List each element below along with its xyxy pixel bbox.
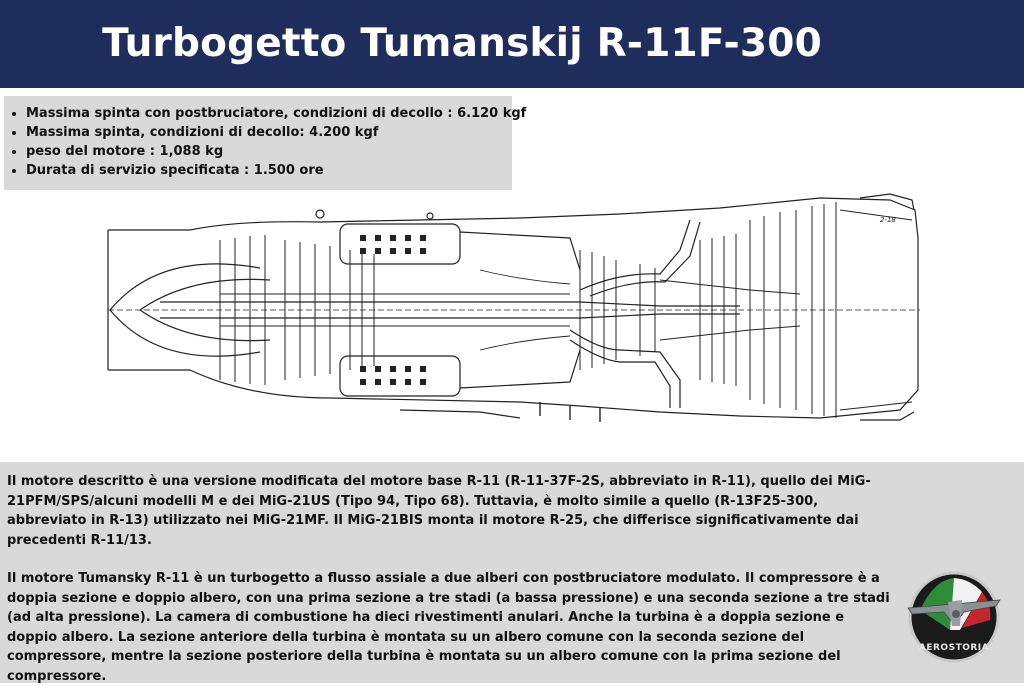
drawing-label: 2-18 [880, 216, 896, 224]
engine-cross-section-drawing: 2-18 [107, 193, 920, 422]
specs-list: Massima spinta con postbruciatore, condi… [4, 104, 526, 180]
description-box: Il motore descritto è una versione modif… [0, 462, 1024, 684]
logo-text: AEROSTORIA [919, 643, 989, 653]
spec-item: Massima spinta con postbruciatore, condi… [26, 104, 526, 123]
spec-item: peso del motore : 1,088 kg [26, 142, 512, 161]
spec-item: Massima spinta, condizioni di decollo: 4… [26, 123, 512, 142]
specs-box: Massima spinta con postbruciatore, condi… [4, 96, 526, 190]
description-paragraph: Il motore Tumansky R-11 è un turbogetto … [7, 571, 890, 684]
page-title: Turbogetto Tumanskij R-11F-300 [102, 21, 822, 66]
spec-item: Durata di servizio specificata : 1.500 o… [26, 161, 512, 180]
header-bar: Turbogetto Tumanskij R-11F-300 [0, 0, 1024, 88]
aerostoria-logo: AEROSTORIA [907, 571, 1001, 663]
description-paragraph: Il motore descritto è una versione modif… [7, 474, 871, 548]
